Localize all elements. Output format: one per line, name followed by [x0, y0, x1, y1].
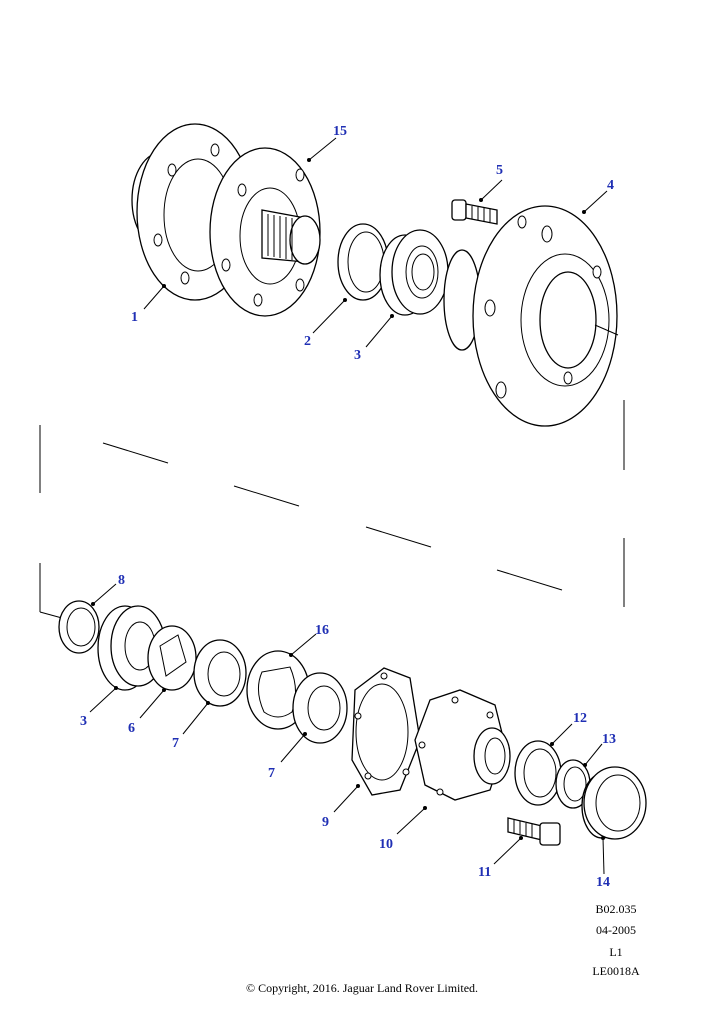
reference-date: 04-2005	[596, 923, 636, 937]
part-2-oil-seal	[337, 223, 389, 301]
copyright-notice: © Copyright, 2016. Jaguar Land Rover Lim…	[245, 981, 479, 995]
callout-7-a: 7	[172, 736, 179, 751]
part-5-bolt	[451, 199, 498, 225]
part-12-shim	[514, 740, 562, 806]
callout-16: 16	[315, 623, 329, 638]
part-9-gasket	[351, 667, 421, 796]
callout-4: 4	[607, 178, 614, 193]
part-7-nut-a	[193, 639, 247, 707]
illustration-id: LE0018A	[592, 964, 640, 978]
callout-5: 5	[496, 163, 503, 178]
reference-level: L1	[609, 945, 623, 959]
reference-code: B02.035	[595, 902, 637, 916]
part-11-bolt	[507, 817, 561, 846]
part-7-nut-b	[292, 672, 348, 744]
part-8-seal	[58, 600, 100, 654]
callout-8: 8	[118, 573, 125, 588]
part-13-circlip	[555, 759, 591, 809]
part-14-hub-cap	[581, 766, 647, 840]
callout-labels: 1 2 3 4 5 15 8 3 6 7 7 16 9 10 11 12 13 …	[80, 124, 616, 890]
group-outline-lines	[39, 400, 625, 619]
part-6-spacer	[147, 625, 197, 691]
callout-1: 1	[131, 310, 138, 325]
callout-14: 14	[596, 875, 610, 890]
part-15-drive-member	[209, 147, 321, 317]
callout-6: 6	[128, 721, 135, 736]
leader-lines	[89, 137, 608, 875]
callout-13: 13	[602, 732, 616, 747]
callout-12: 12	[573, 711, 587, 726]
callout-10: 10	[379, 837, 393, 852]
part-10-driving-member	[414, 689, 511, 801]
callout-7-b: 7	[268, 766, 275, 781]
part-3-bearing-upper	[379, 229, 449, 316]
callout-3-upper: 3	[354, 348, 361, 363]
callout-15: 15	[333, 124, 347, 139]
callout-11: 11	[478, 865, 491, 880]
callout-3-lower: 3	[80, 714, 87, 729]
callout-2: 2	[304, 334, 311, 349]
part-4-hub	[443, 205, 619, 427]
callout-9: 9	[322, 815, 329, 830]
